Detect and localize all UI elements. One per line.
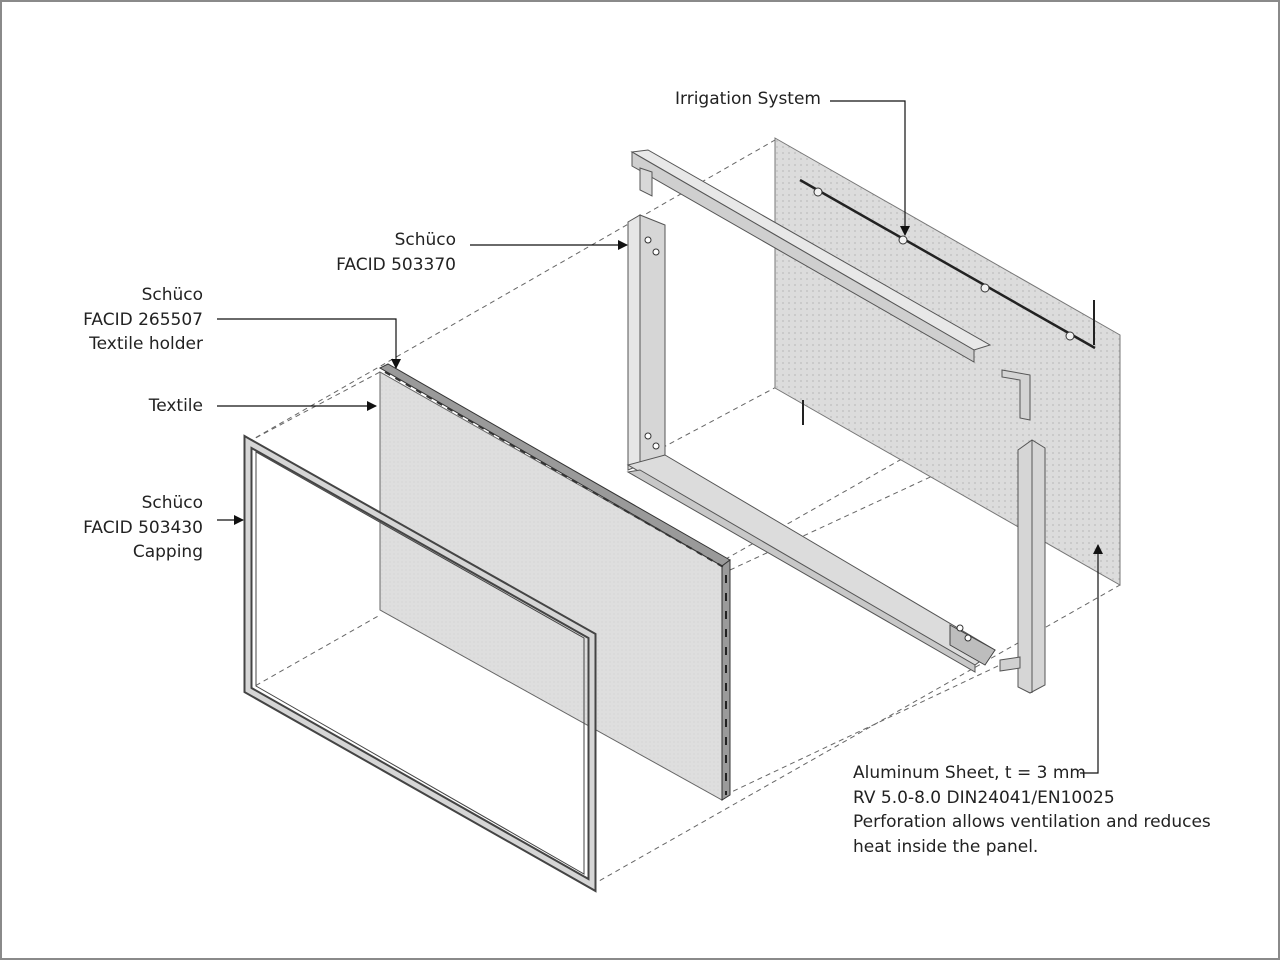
- leader-lines: [217, 100, 1103, 774]
- label-aluminum-sheet: Aluminum Sheet, t = 3 mm RV 5.0-8.0 DIN2…: [853, 763, 1211, 857]
- textile-panel: [378, 363, 731, 801]
- label-facid-503370: Schüco FACID 503370: [336, 230, 456, 275]
- label-facid-503430: Schüco FACID 503430 Capping: [83, 493, 203, 562]
- aluminum-sheet: [774, 137, 1121, 586]
- right-vertical-profile: [999, 439, 1046, 694]
- label-facid-265507: Schüco FACID 265507 Textile holder: [83, 285, 203, 354]
- label-textile: Textile: [148, 396, 203, 416]
- irrigation-pipe: [799, 178, 1096, 350]
- capping-frame: [243, 434, 597, 893]
- top-rail: [630, 149, 1031, 421]
- frame-profile-503370: [626, 214, 996, 673]
- label-irrigation-system: Irrigation System: [675, 89, 821, 109]
